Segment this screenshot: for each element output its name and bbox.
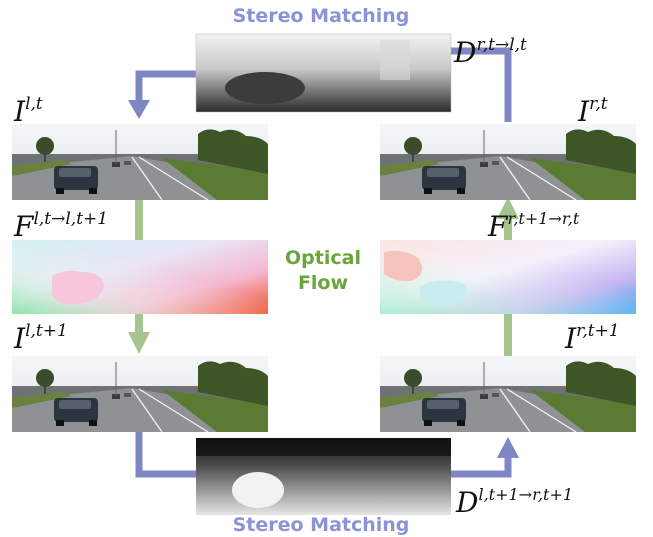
flow-connector-right xyxy=(497,197,519,356)
symbol-i-r-t: Ir,t xyxy=(577,94,608,128)
symbol-f-left: Fl,t→l,t+1 xyxy=(13,209,108,243)
disparity-map-bottom xyxy=(196,438,451,515)
symbol-i-r-t1: Ir,t+1 xyxy=(564,321,620,355)
stereo-connector-bottom xyxy=(135,432,512,478)
stereo-matching-top-label: Stereo Matching xyxy=(233,5,410,27)
optical-flow-label-line1: Optical xyxy=(285,247,361,269)
arrowhead-down-left-top xyxy=(128,100,150,119)
flow-map-right xyxy=(380,240,636,314)
symbol-i-l-t: Il,t xyxy=(13,94,43,128)
symbol-d-bottom: Dl,t+1→r,t+1 xyxy=(455,485,573,519)
flow-connector-left xyxy=(128,200,150,354)
image-right-t1 xyxy=(379,355,637,433)
symbol-d-top: Dr,t→l,t xyxy=(453,35,527,69)
image-left-t xyxy=(11,123,269,201)
optical-flow-label-line2: Flow xyxy=(298,272,348,294)
disparity-map-top xyxy=(195,33,452,113)
stereo-matching-bottom-label: Stereo Matching xyxy=(233,514,410,536)
image-left-t1 xyxy=(11,355,269,433)
flow-map-left xyxy=(12,240,268,314)
image-right-t xyxy=(379,123,637,201)
symbol-i-l-t1: Il,t+1 xyxy=(13,321,68,355)
symbol-f-right: Fr,t+1→r,t xyxy=(487,209,580,243)
arrowhead-up-right-bottom xyxy=(497,437,519,458)
stereo-connector-top xyxy=(135,47,512,122)
